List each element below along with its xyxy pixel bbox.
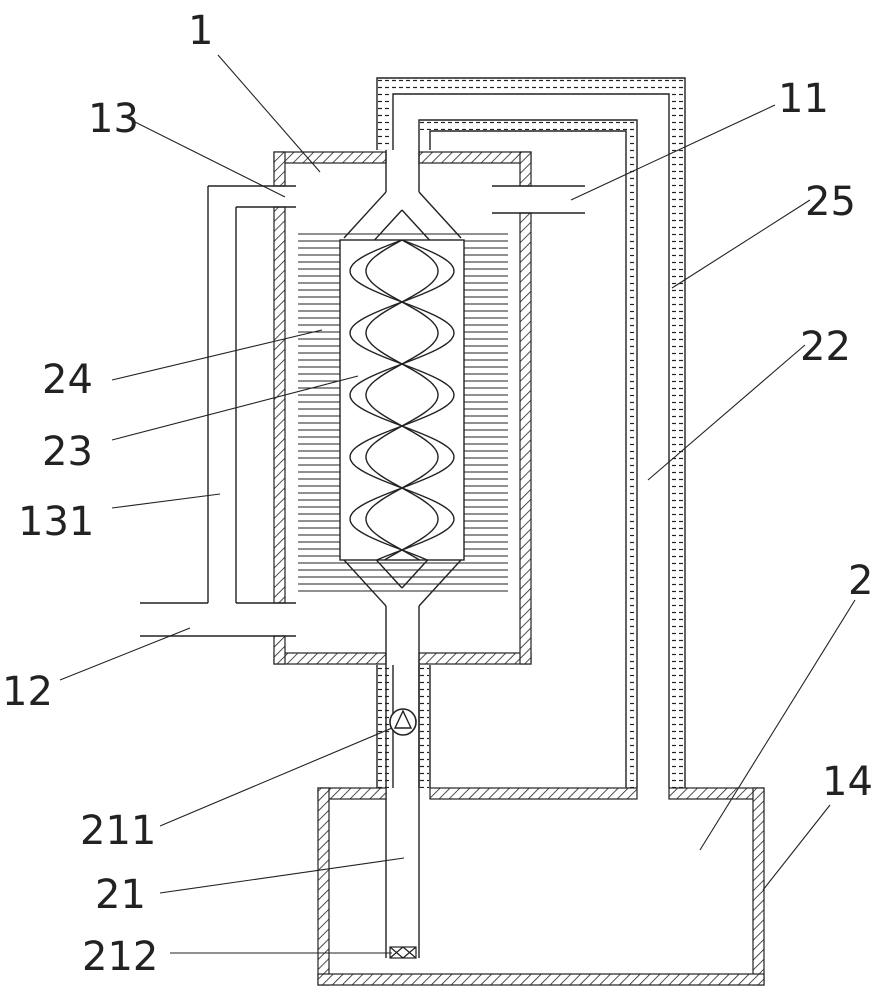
pump-211 <box>389 708 417 736</box>
label-1: 1 <box>188 8 213 54</box>
coil-tube-edge <box>365 239 439 561</box>
label-14: 14 <box>822 759 873 805</box>
label-11: 11 <box>778 76 829 122</box>
filter-212 <box>389 946 417 959</box>
label-212: 212 <box>82 934 158 980</box>
coil-tube-edge <box>349 239 455 561</box>
ports <box>140 185 585 637</box>
insulated-return-pipe <box>376 77 686 788</box>
coil-23 <box>343 150 462 958</box>
leader-lines <box>59 54 856 954</box>
label-211: 211 <box>80 808 156 854</box>
label-2: 2 <box>848 558 873 604</box>
label-21: 21 <box>95 872 146 918</box>
label-13: 13 <box>88 96 139 142</box>
coil-waves <box>339 239 465 561</box>
coil-background <box>339 239 465 561</box>
insulation-fill <box>378 79 684 788</box>
label-25: 25 <box>805 179 856 225</box>
label-24: 24 <box>42 357 93 403</box>
coil-tube-edge <box>365 239 439 561</box>
reservoir-2 <box>317 787 765 986</box>
label-12: 12 <box>2 669 53 715</box>
coil-tube-edge <box>349 239 455 561</box>
label-22: 22 <box>800 324 851 370</box>
label-23: 23 <box>42 429 93 475</box>
labels: 1 13 11 25 24 22 23 131 12 2 14 211 21 2… <box>2 8 873 980</box>
label-131: 131 <box>18 499 94 545</box>
